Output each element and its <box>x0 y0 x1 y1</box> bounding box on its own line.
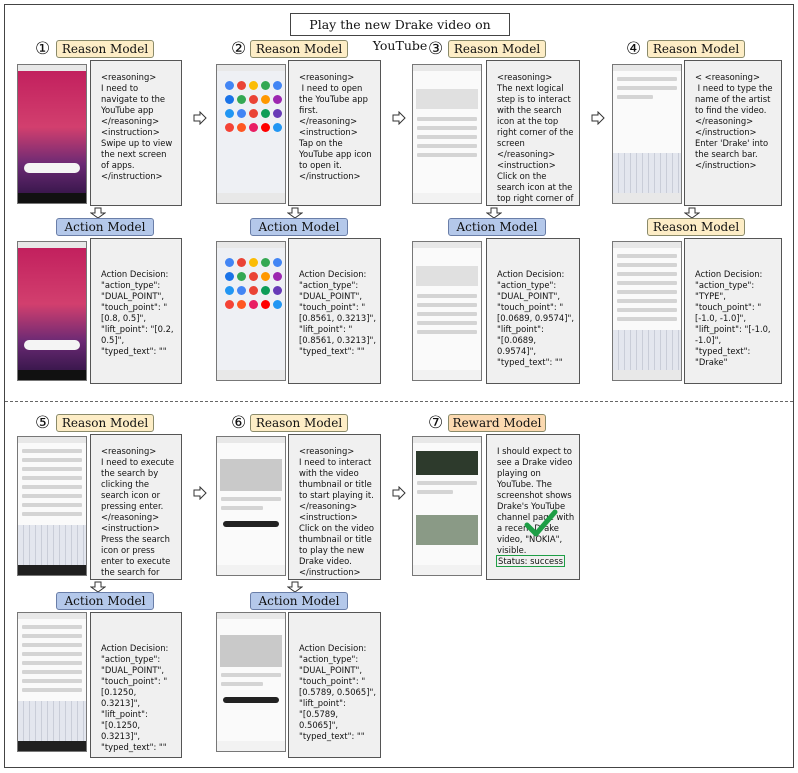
phone-screenshot-app-drawer <box>216 241 286 381</box>
phone-screenshot-search <box>612 64 682 204</box>
phone-screenshot-app-drawer <box>216 64 286 204</box>
phone-screenshot-drake-channel <box>412 436 482 576</box>
reward-model-tag: Reward Model <box>448 414 546 432</box>
phone-screenshot-search-suggestions <box>17 612 87 752</box>
action-model-tag: Action Model <box>448 218 546 236</box>
reason-model-tag: Reason Model <box>250 40 348 58</box>
phone-screenshot-search-suggestions <box>17 436 87 576</box>
reasoning-panel: <reasoning> I need to open the YouTube a… <box>288 60 381 206</box>
right-arrow-icon <box>392 111 406 125</box>
reason-model-tag: Reason Model <box>56 414 154 432</box>
right-arrow-icon <box>193 111 207 125</box>
step-number-1: ① <box>35 39 51 59</box>
phone-screenshot-search-results <box>216 436 286 576</box>
reasoning-panel: <reasoning> I need to navigate to the Yo… <box>90 60 182 206</box>
step-number-6: ⑥ <box>231 413 247 433</box>
action-model-tag: Action Model <box>56 592 154 610</box>
reason-model-tag: Reason Model <box>448 40 546 58</box>
phone-screenshot-youtube-home <box>412 241 482 381</box>
action-model-tag: Action Model <box>56 218 154 236</box>
step-number-7: ⑦ <box>428 413 444 433</box>
reasoning-panel: <reasoning> The next logical step is to … <box>486 60 580 206</box>
reason-model-tag: Reason Model <box>647 40 745 58</box>
phone-screenshot-youtube-home <box>412 64 482 204</box>
down-arrow-icon <box>287 581 303 593</box>
reward-text: I should expect to see a Drake video pla… <box>497 446 577 555</box>
checkmark-icon <box>524 509 558 537</box>
action-model-tag: Action Model <box>250 218 348 236</box>
step-number-4: ④ <box>626 39 642 59</box>
reason-model-tag: Reason Model <box>56 40 154 58</box>
reason-model-tag: Reason Model <box>250 414 348 432</box>
down-arrow-icon <box>486 207 502 219</box>
right-arrow-icon <box>193 486 207 500</box>
phone-screenshot-home <box>17 241 87 381</box>
reward-panel: I should expect to see a Drake video pla… <box>486 434 580 580</box>
status-success-label: Status: success <box>496 555 565 567</box>
action-decision-panel: Action Decision: "action_type": "DUAL_PO… <box>288 612 381 758</box>
action-model-tag: Action Model <box>250 592 348 610</box>
figure-frame <box>4 4 794 768</box>
action-decision-panel: Action Decision: "action_type": "DUAL_PO… <box>90 238 182 384</box>
step-number-3: ③ <box>428 39 444 59</box>
right-arrow-icon <box>392 486 406 500</box>
action-decision-panel: Action Decision: "action_type": "TYPE", … <box>684 238 782 384</box>
step-number-5: ⑤ <box>35 413 51 433</box>
phone-screenshot-search-suggestions <box>612 241 682 381</box>
phone-screenshot-home <box>17 64 87 204</box>
down-arrow-icon <box>287 207 303 219</box>
reasoning-panel: < <reasoning> I need to type the name of… <box>684 60 782 206</box>
action-decision-panel: Action Decision: "action_type": "DUAL_PO… <box>90 612 182 758</box>
section-divider <box>5 401 793 402</box>
action-decision-panel: Action Decision: "action_type": "DUAL_PO… <box>288 238 381 384</box>
phone-screenshot-search-results <box>216 612 286 752</box>
step-number-2: ② <box>231 39 247 59</box>
right-arrow-icon <box>591 111 605 125</box>
down-arrow-icon <box>684 207 700 219</box>
reasoning-panel: <reasoning> I need to execute the search… <box>90 434 182 580</box>
page-title: Play the new Drake video on YouTube <box>290 13 510 53</box>
reasoning-panel: <reasoning> I need to interact with the … <box>288 434 381 580</box>
down-arrow-icon <box>90 207 106 219</box>
action-decision-panel: Action Decision: "action_type": "DUAL_PO… <box>486 238 580 384</box>
reason-model-tag: Reason Model <box>647 218 745 236</box>
down-arrow-icon <box>90 581 106 593</box>
